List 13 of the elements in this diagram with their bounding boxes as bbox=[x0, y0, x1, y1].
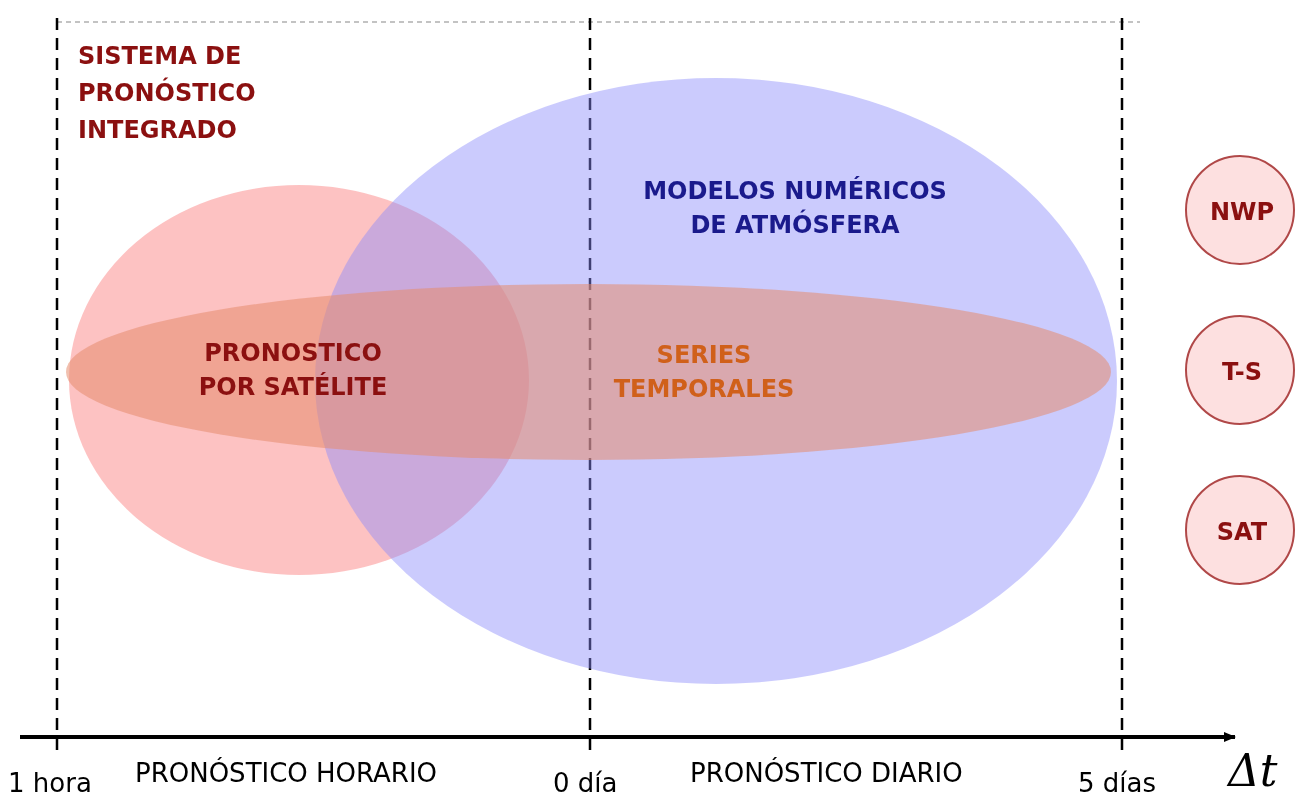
region-label: SERIES TEMPORALES bbox=[612, 340, 796, 405]
axis-label: Δt bbox=[1228, 745, 1278, 796]
region-label: MODELOS NUMÉRICOS DE ATMÓSFERA bbox=[642, 175, 948, 241]
tick-label: 1 hora bbox=[8, 768, 92, 798]
badge-label: SAT bbox=[1216, 517, 1268, 548]
period-label: PRONÓSTICO DIARIO bbox=[690, 758, 963, 788]
region-label: PRONOSTICO POR SATÉLITE bbox=[197, 338, 389, 403]
system-title: SISTEMA DE PRONÓSTICO INTEGRADO bbox=[78, 41, 257, 146]
tick-label: 5 días bbox=[1078, 768, 1156, 798]
badge-label: NWP bbox=[1209, 197, 1275, 228]
tick-label: 0 día bbox=[553, 768, 618, 798]
period-label: PRONÓSTICO HORARIO bbox=[135, 758, 438, 788]
badge-label: T-S bbox=[1221, 357, 1263, 388]
